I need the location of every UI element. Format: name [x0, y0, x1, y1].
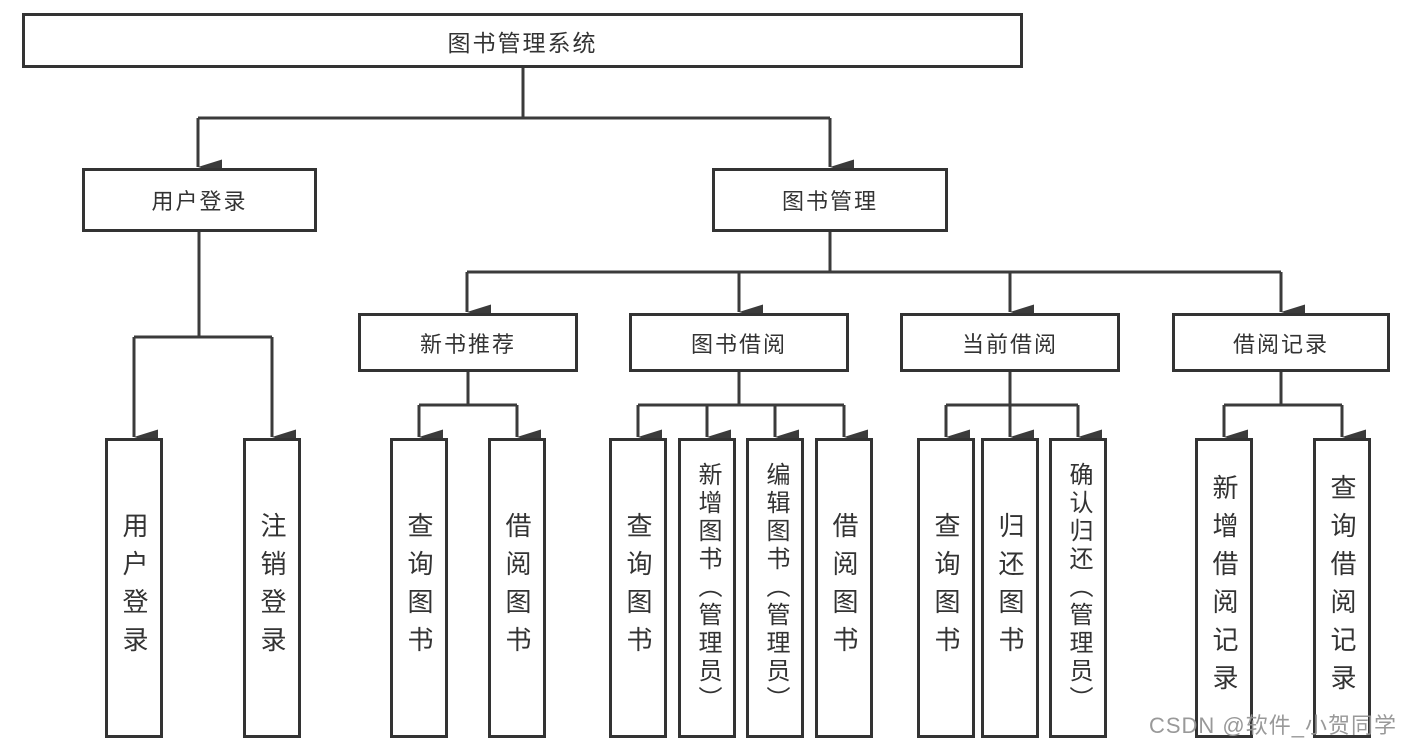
leaf-recommend-query-books-label: 查询图书 [404, 512, 434, 664]
leaf-borrow-borrow-books-label: 借阅图书 [829, 512, 859, 664]
node-book-management: 图书管理 [712, 168, 948, 232]
node-new-book-recommend: 新书推荐 [358, 313, 578, 372]
leaf-add-book-admin: 新增图书（管理员） [678, 438, 736, 738]
node-book-borrow: 图书借阅 [629, 313, 849, 372]
node-book-borrow-label: 图书借阅 [690, 331, 787, 357]
csdn-watermark: CSDN @软件_小贺同学 [1148, 713, 1397, 738]
leaf-confirm-return-admin: 确认归还（管理员） [1049, 438, 1107, 738]
leaf-recommend-borrow-books-label: 借阅图书 [502, 512, 532, 664]
node-root-label: 图书管理系统 [447, 29, 598, 56]
leaf-return-books-label: 归还图书 [995, 512, 1025, 664]
leaf-add-borrow-record: 新增借阅记录 [1195, 438, 1253, 738]
leaf-recommend-borrow-books: 借阅图书 [488, 438, 546, 738]
leaf-edit-book-admin-label: 编辑图书（管理员） [762, 462, 789, 714]
leaf-return-books: 归还图书 [981, 438, 1039, 738]
leaf-current-query-books-label: 查询图书 [931, 512, 961, 664]
leaf-user-login-label: 用户登录 [119, 512, 149, 664]
leaf-borrow-query-books: 查询图书 [609, 438, 667, 738]
node-new-book-recommend-label: 新书推荐 [419, 331, 516, 357]
node-borrow-records-label: 借阅记录 [1232, 331, 1329, 357]
leaf-query-borrow-record: 查询借阅记录 [1313, 438, 1371, 738]
node-current-borrow: 当前借阅 [900, 313, 1120, 372]
node-user-login-label: 用户登录 [151, 189, 248, 214]
leaf-borrow-query-books-label: 查询图书 [623, 512, 653, 664]
node-current-borrow-label: 当前借阅 [961, 331, 1058, 357]
leaf-recommend-query-books: 查询图书 [390, 438, 448, 738]
leaf-logout: 注销登录 [243, 438, 301, 738]
node-user-login: 用户登录 [82, 168, 317, 232]
leaf-add-book-admin-label: 新增图书（管理员） [694, 462, 721, 714]
node-borrow-records: 借阅记录 [1172, 313, 1390, 372]
leaf-user-login: 用户登录 [105, 438, 163, 738]
leaf-query-borrow-record-label: 查询借阅记录 [1327, 474, 1357, 702]
leaf-borrow-borrow-books: 借阅图书 [815, 438, 873, 738]
leaf-add-borrow-record-label: 新增借阅记录 [1209, 474, 1239, 702]
node-root-system: 图书管理系统 [22, 13, 1023, 68]
leaf-current-query-books: 查询图书 [917, 438, 975, 738]
leaf-confirm-return-admin-label: 确认归还（管理员） [1065, 462, 1092, 714]
leaf-logout-label: 注销登录 [257, 512, 287, 664]
node-book-management-label: 图书管理 [781, 189, 878, 214]
leaf-edit-book-admin: 编辑图书（管理员） [746, 438, 804, 738]
